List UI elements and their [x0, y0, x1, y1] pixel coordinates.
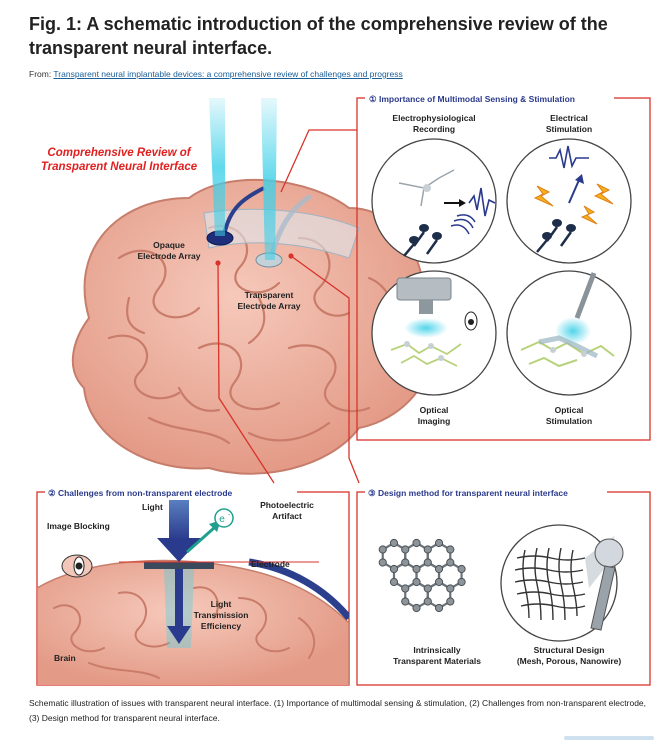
lattice-atom	[423, 558, 432, 567]
q3-label-line1: Optical	[420, 405, 449, 415]
structural-label-line2: (Mesh, Porous, Nanowire)	[517, 656, 622, 666]
lattice-atom	[401, 558, 410, 567]
lattice-atom	[389, 577, 399, 587]
opaque-label-line2: Electrode Array	[138, 251, 201, 261]
main-heading-line2: Transparent Neural Interface	[41, 161, 198, 173]
scrollbar[interactable]	[564, 736, 654, 740]
panel1-title: ① Importance of Multimodal Sensing & Sti…	[369, 94, 575, 104]
electron-superscript: -	[228, 512, 231, 519]
figure-caption: Schematic illustration of issues with tr…	[29, 698, 647, 723]
lattice-atom	[434, 577, 444, 587]
lattice-atom	[378, 545, 387, 554]
lattice-atom	[389, 538, 399, 548]
figure-title: Fig. 1: A schematic introduction of the …	[29, 14, 608, 58]
lattice-atom	[378, 558, 387, 567]
q1-label-line1: Electrophysiological	[392, 113, 475, 123]
lattice-atom	[446, 558, 455, 567]
q3-label-line2: Imaging	[418, 416, 451, 426]
lattice-atom	[423, 584, 432, 593]
brain-label: Brain	[54, 653, 76, 663]
artifact-label-line2: Artifact	[272, 511, 302, 521]
lattice-atom	[446, 584, 455, 593]
lattice-atom	[412, 564, 421, 574]
electron-symbol: e	[219, 514, 225, 525]
source-article-link[interactable]: Transparent neural implantable devices: …	[53, 69, 403, 79]
q2-label-line1: Electrical	[550, 113, 588, 123]
lattice-atom	[434, 564, 444, 574]
lattice-atom	[412, 538, 421, 548]
materials-label-line1: Intrinsically	[413, 645, 461, 655]
panel2-title: ② Challenges from non-transparent electr…	[48, 488, 233, 498]
figure-image: Comprehensive Review of Transparent Neur…	[29, 88, 654, 688]
lattice-atom	[389, 564, 399, 574]
lattice-atom	[401, 597, 410, 606]
light-label: Light	[142, 502, 163, 512]
lattice-atom	[412, 577, 421, 587]
from-label: From:	[29, 69, 52, 79]
main-heading-line1: Comprehensive Review of	[47, 147, 191, 159]
opaque-label-line1: Opaque	[153, 240, 185, 250]
lattice-atom	[434, 538, 444, 548]
lattice-atom	[401, 584, 410, 593]
artifact-label-line1: Photoelectric	[260, 500, 314, 510]
lattice-atom	[457, 564, 466, 574]
materials-label-line2: Transparent Materials	[393, 656, 481, 666]
panel-design-method: ③ Design method for transparent neural i…	[356, 486, 651, 686]
brain-illustration	[71, 98, 433, 475]
q4-label-line2: Stimulation	[546, 416, 592, 426]
lattice-atom	[446, 597, 455, 606]
electrode-label: Electrode	[251, 559, 290, 569]
graphene-lattice	[378, 538, 466, 613]
lattice-atom	[401, 545, 410, 554]
panel3-title: ③ Design method for transparent neural i…	[368, 488, 568, 498]
lte-label-line3: Efficiency	[201, 621, 241, 631]
q2-label-line2: Stimulation	[546, 124, 592, 134]
lattice-atom	[434, 603, 444, 613]
transparent-label-line2: Electrode Array	[238, 301, 301, 311]
lattice-atom	[412, 603, 421, 613]
source-line: From: Transparent neural implantable dev…	[29, 69, 403, 79]
lattice-atom	[446, 545, 455, 554]
lattice-atom	[423, 597, 432, 606]
image-blocking-label: Image Blocking	[47, 521, 110, 531]
lte-label-line2: Transmission	[194, 610, 249, 620]
lattice-atom	[457, 577, 466, 587]
q1-label-line2: Recording	[413, 124, 455, 134]
panel-multimodal: ① Importance of Multimodal Sensing & Sti…	[356, 92, 651, 441]
panel-challenges: ② Challenges from non-transparent electr…	[36, 486, 350, 686]
structural-label-line1: Structural Design	[534, 645, 605, 655]
q4-label-line1: Optical	[555, 405, 584, 415]
lattice-atom	[423, 545, 432, 554]
transparent-label-line1: Transparent	[245, 290, 294, 300]
lte-label-line1: Light	[211, 599, 232, 609]
